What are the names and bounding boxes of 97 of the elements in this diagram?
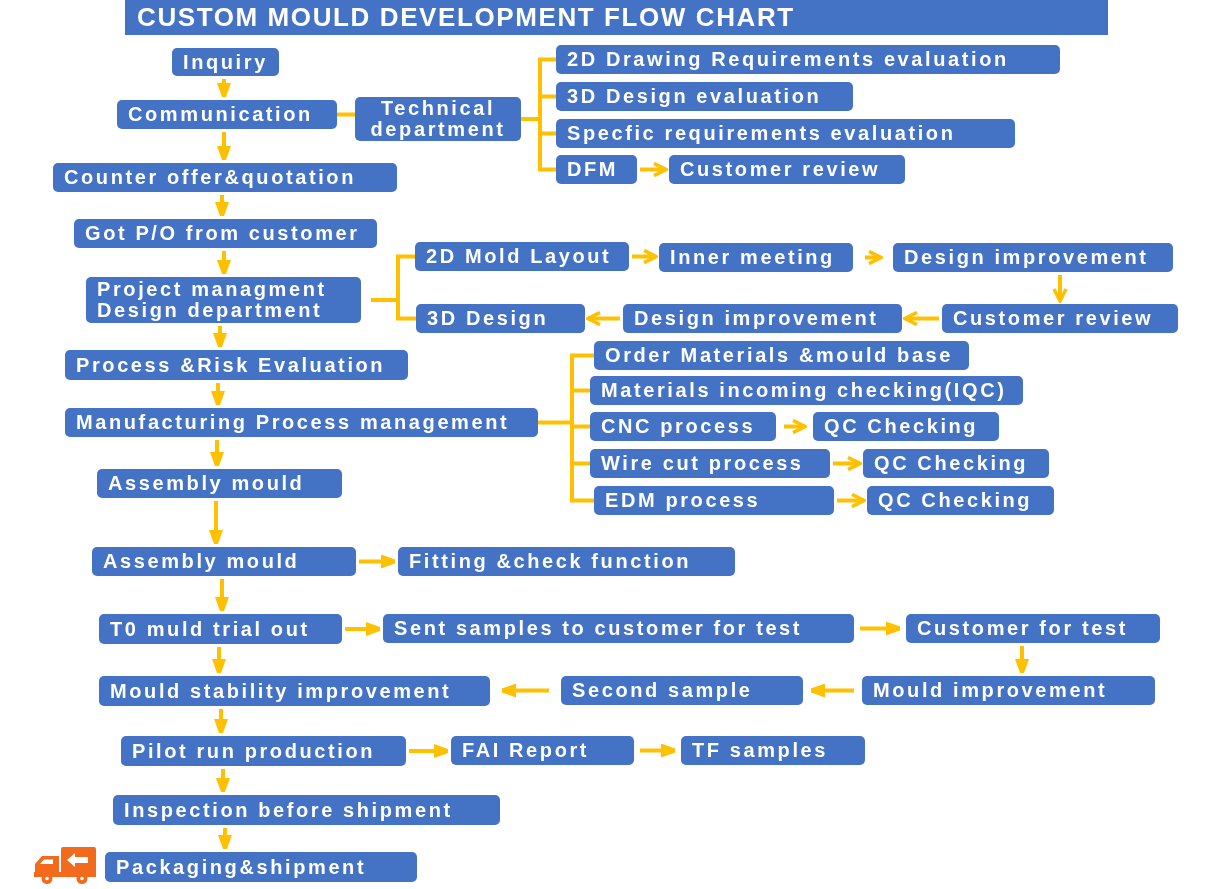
process-box — [906, 614, 1160, 643]
step-label: Assembly mould — [103, 551, 300, 572]
arrow — [903, 310, 939, 327]
arrow — [1052, 275, 1068, 303]
arrow — [865, 249, 883, 266]
process-box — [117, 100, 337, 129]
step-label: Assembly mould — [108, 473, 305, 494]
step-label: T0 muld trial out — [110, 618, 310, 640]
arrow — [586, 310, 620, 327]
process-box — [556, 82, 853, 111]
process-box — [99, 676, 490, 706]
title-banner: CUSTOM MOULD DEVELOPMENT FLOW CHART — [125, 0, 1108, 35]
step-label: 2D Mold Layout — [426, 246, 612, 267]
step-label: QC Checking — [878, 490, 1033, 511]
process-box — [942, 304, 1178, 333]
process-box — [893, 243, 1173, 272]
step-label: Inspection before shipment — [124, 799, 453, 821]
process-box — [121, 736, 406, 766]
process-box — [398, 547, 735, 576]
process-box — [669, 155, 905, 184]
process-box — [65, 408, 538, 437]
process-box — [415, 242, 629, 271]
step-label: Sent samples to customer for test — [394, 618, 803, 639]
step-label: Customer review — [680, 159, 881, 180]
step-label: Inquiry — [183, 51, 268, 73]
step-label: Communication — [128, 104, 313, 125]
arrow — [640, 161, 668, 178]
step-label: CNC process — [601, 416, 756, 437]
step-label: 2D Drawing Requirements evaluation — [567, 49, 1009, 70]
process-box — [97, 469, 342, 498]
process-box — [86, 277, 361, 323]
process-box — [53, 163, 397, 192]
process-box — [867, 486, 1054, 515]
step-label: DFM — [567, 159, 619, 180]
process-box — [383, 614, 854, 643]
process-box — [813, 412, 999, 441]
bracket-connector — [536, 351, 596, 505]
step-label: Specfic requirements evaluation — [567, 123, 956, 144]
step-label: Manufacturing Process management — [76, 412, 510, 433]
process-box — [590, 449, 830, 478]
step-label: FAI Report — [462, 740, 590, 761]
process-box — [556, 155, 637, 184]
step-label: Mould stability improvement — [110, 680, 452, 702]
step-label: EDM process — [605, 490, 761, 511]
process-box — [862, 676, 1155, 705]
process-box — [623, 304, 902, 333]
step-label: Design improvement — [904, 247, 1149, 268]
process-box — [590, 376, 1023, 405]
step-label: Wire cut process — [601, 453, 804, 474]
step-label: Process &Risk Evaluation — [76, 354, 386, 376]
step-label: Design department — [97, 300, 323, 321]
step-label: Pilot run production — [132, 740, 376, 762]
step-label: Order Materials &mould base — [605, 345, 954, 366]
step-label: 3D Design evaluation — [567, 86, 822, 107]
process-box — [65, 350, 408, 380]
step-label: Design improvement — [634, 308, 879, 329]
process-box — [113, 795, 500, 825]
arrow — [833, 455, 862, 472]
arrow — [784, 418, 807, 435]
step-label: 3D Design — [427, 308, 549, 329]
process-box — [556, 45, 1060, 74]
process-box — [594, 341, 969, 370]
step-label: Project managment — [97, 279, 327, 300]
step-label: Customer for test — [917, 618, 1128, 639]
step-label: Inner meeting — [670, 247, 835, 268]
arrow — [837, 492, 866, 509]
process-box — [659, 243, 853, 272]
process-box — [172, 48, 279, 76]
process-box — [92, 547, 356, 576]
arrow — [632, 248, 658, 265]
step-label: Technical department — [369, 98, 507, 140]
step-label: Second sample — [572, 680, 753, 701]
process-box — [590, 412, 776, 441]
bracket-connector — [369, 252, 418, 323]
process-box — [863, 449, 1049, 478]
step-label: Materials incoming checking(IQC) — [601, 380, 1007, 401]
process-box — [355, 97, 521, 141]
step-label: TF samples — [692, 740, 829, 761]
step-label: QC Checking — [874, 453, 1029, 474]
step-label: Counter offer&quotation — [64, 167, 356, 188]
step-label: Fitting &check function — [409, 551, 692, 572]
process-box — [451, 736, 634, 765]
connector-line — [337, 112, 355, 117]
process-box — [99, 614, 342, 644]
process-box — [561, 676, 803, 705]
step-label: Mould improvement — [873, 680, 1108, 701]
process-box — [594, 486, 834, 515]
step-label: Packaging&shipment — [116, 856, 367, 878]
process-box — [681, 736, 865, 765]
process-box — [556, 119, 1015, 148]
process-box — [416, 304, 585, 333]
step-label: Customer review — [953, 308, 1154, 329]
step-label: Got P/O from customer — [85, 223, 360, 244]
process-box — [105, 852, 417, 882]
bracket-connector — [519, 55, 558, 174]
step-label: QC Checking — [824, 416, 979, 437]
process-box — [74, 219, 377, 248]
